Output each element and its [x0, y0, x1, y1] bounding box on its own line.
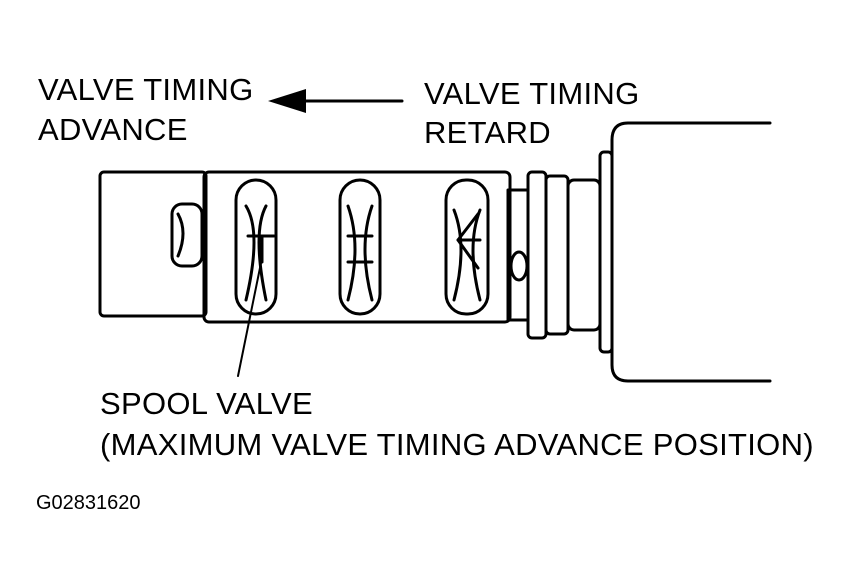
oil-port-2: [338, 178, 382, 316]
oil-port-3: [444, 178, 490, 316]
spool-sleeve: [98, 170, 512, 324]
spool-valve-label: SPOOL VALVE: [100, 386, 313, 421]
solenoid-housing: [598, 121, 772, 383]
figure-id: G02831620: [36, 492, 141, 514]
sleeve-end: [506, 170, 602, 340]
spool-leader-line: [237, 257, 263, 377]
advance-label-line1: VALVE TIMING: [38, 72, 254, 107]
oil-port-1: [234, 178, 278, 316]
spool-position-label: (MAXIMUM VALVE TIMING ADVANCE POSITION): [100, 427, 814, 462]
retard-label-line1: VALVE TIMING: [424, 76, 640, 111]
direction-arrow: [268, 89, 404, 113]
advance-label-line2: ADVANCE: [38, 112, 188, 147]
retard-label-line2: RETARD: [424, 115, 551, 150]
